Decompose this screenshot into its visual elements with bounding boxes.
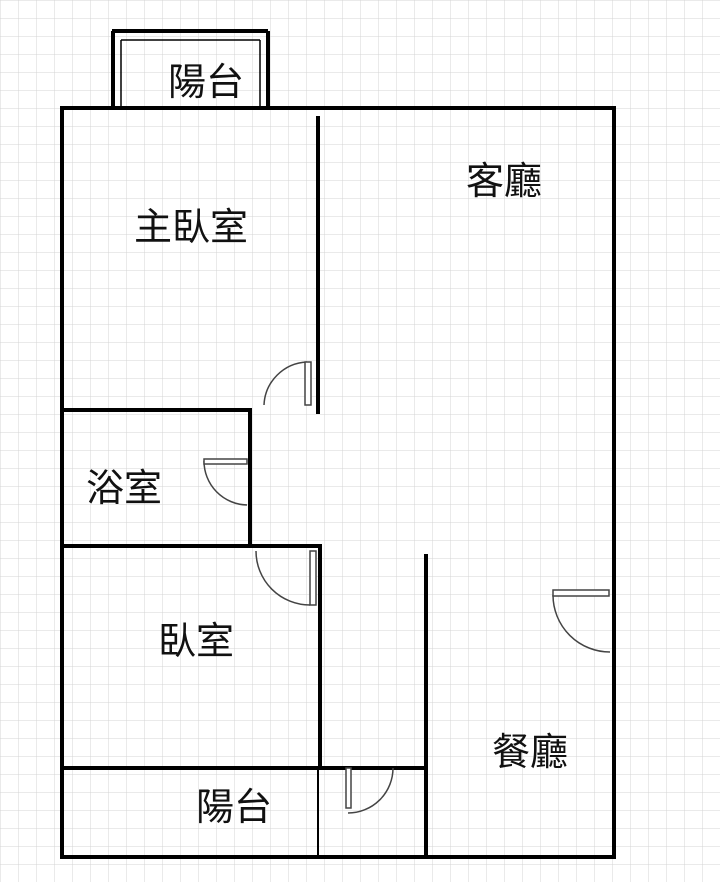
door-bathroom	[203, 458, 248, 506]
label-dining-room: 餐廳	[492, 730, 568, 774]
label-bedroom: 臥室	[158, 619, 234, 663]
label-balcony-bottom: 陽台	[196, 785, 272, 829]
door-master-bedroom	[263, 361, 312, 406]
door-bedroom	[255, 550, 317, 606]
door-dining	[552, 589, 611, 653]
label-balcony-top: 陽台	[168, 60, 244, 104]
door-balcony-bottom	[345, 767, 394, 814]
doors	[203, 361, 611, 814]
walls	[60, 106, 616, 859]
balcony-top-frame	[111, 29, 270, 108]
label-bathroom: 浴室	[86, 466, 162, 510]
label-master-bedroom: 主臥室	[134, 205, 248, 249]
label-living-room: 客廳	[466, 159, 542, 203]
